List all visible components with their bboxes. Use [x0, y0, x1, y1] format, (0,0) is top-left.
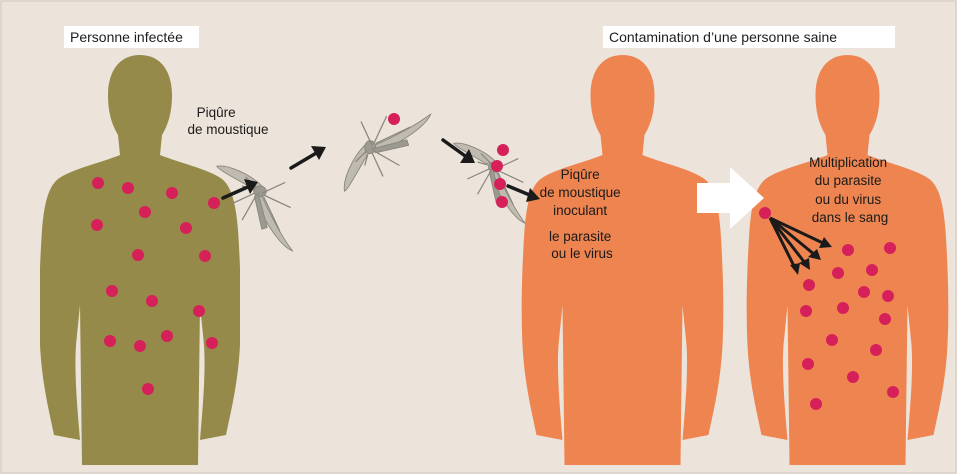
parasite-dot	[132, 249, 144, 261]
parasite-dot	[92, 177, 104, 189]
parasite-dot	[826, 334, 838, 346]
parasite-dot	[847, 371, 859, 383]
parasite-dot	[837, 302, 849, 314]
parasite-dot	[497, 144, 509, 156]
parasite-dot	[193, 305, 205, 317]
parasite-dot	[832, 267, 844, 279]
parasite-dot	[887, 386, 899, 398]
parasite-dot	[882, 290, 894, 302]
parasite-dot	[494, 178, 506, 190]
parasite-dot	[496, 196, 508, 208]
parasite-dot	[842, 244, 854, 256]
parasite-dot	[802, 358, 814, 370]
parasite-dot	[180, 222, 192, 234]
parasite-dot	[800, 305, 812, 317]
parasite-dot	[759, 207, 771, 219]
parasite-dot	[161, 330, 173, 342]
parasite-dot	[388, 113, 400, 125]
parasite-dot	[884, 242, 896, 254]
parasite-dot	[206, 337, 218, 349]
parasite-dot	[199, 250, 211, 262]
label-contamination: Contamination d’une personne saine	[609, 29, 837, 45]
parasite-dot	[139, 206, 151, 218]
parasite-dot	[146, 295, 158, 307]
parasite-dot	[866, 264, 878, 276]
parasite-dot	[91, 219, 103, 231]
parasite-dot	[122, 182, 134, 194]
parasite-dot	[134, 340, 146, 352]
parasite-dot	[870, 344, 882, 356]
parasite-dot	[858, 286, 870, 298]
parasite-dot	[106, 285, 118, 297]
parasite-dot	[879, 313, 891, 325]
parasite-dot	[142, 383, 154, 395]
parasite-dot	[803, 279, 815, 291]
parasite-dot	[166, 187, 178, 199]
parasite-dot	[810, 398, 822, 410]
parasite-dot	[104, 335, 116, 347]
label-infected: Personne infectée	[70, 29, 183, 45]
parasite-dot	[491, 160, 503, 172]
parasite-dot	[208, 197, 220, 209]
